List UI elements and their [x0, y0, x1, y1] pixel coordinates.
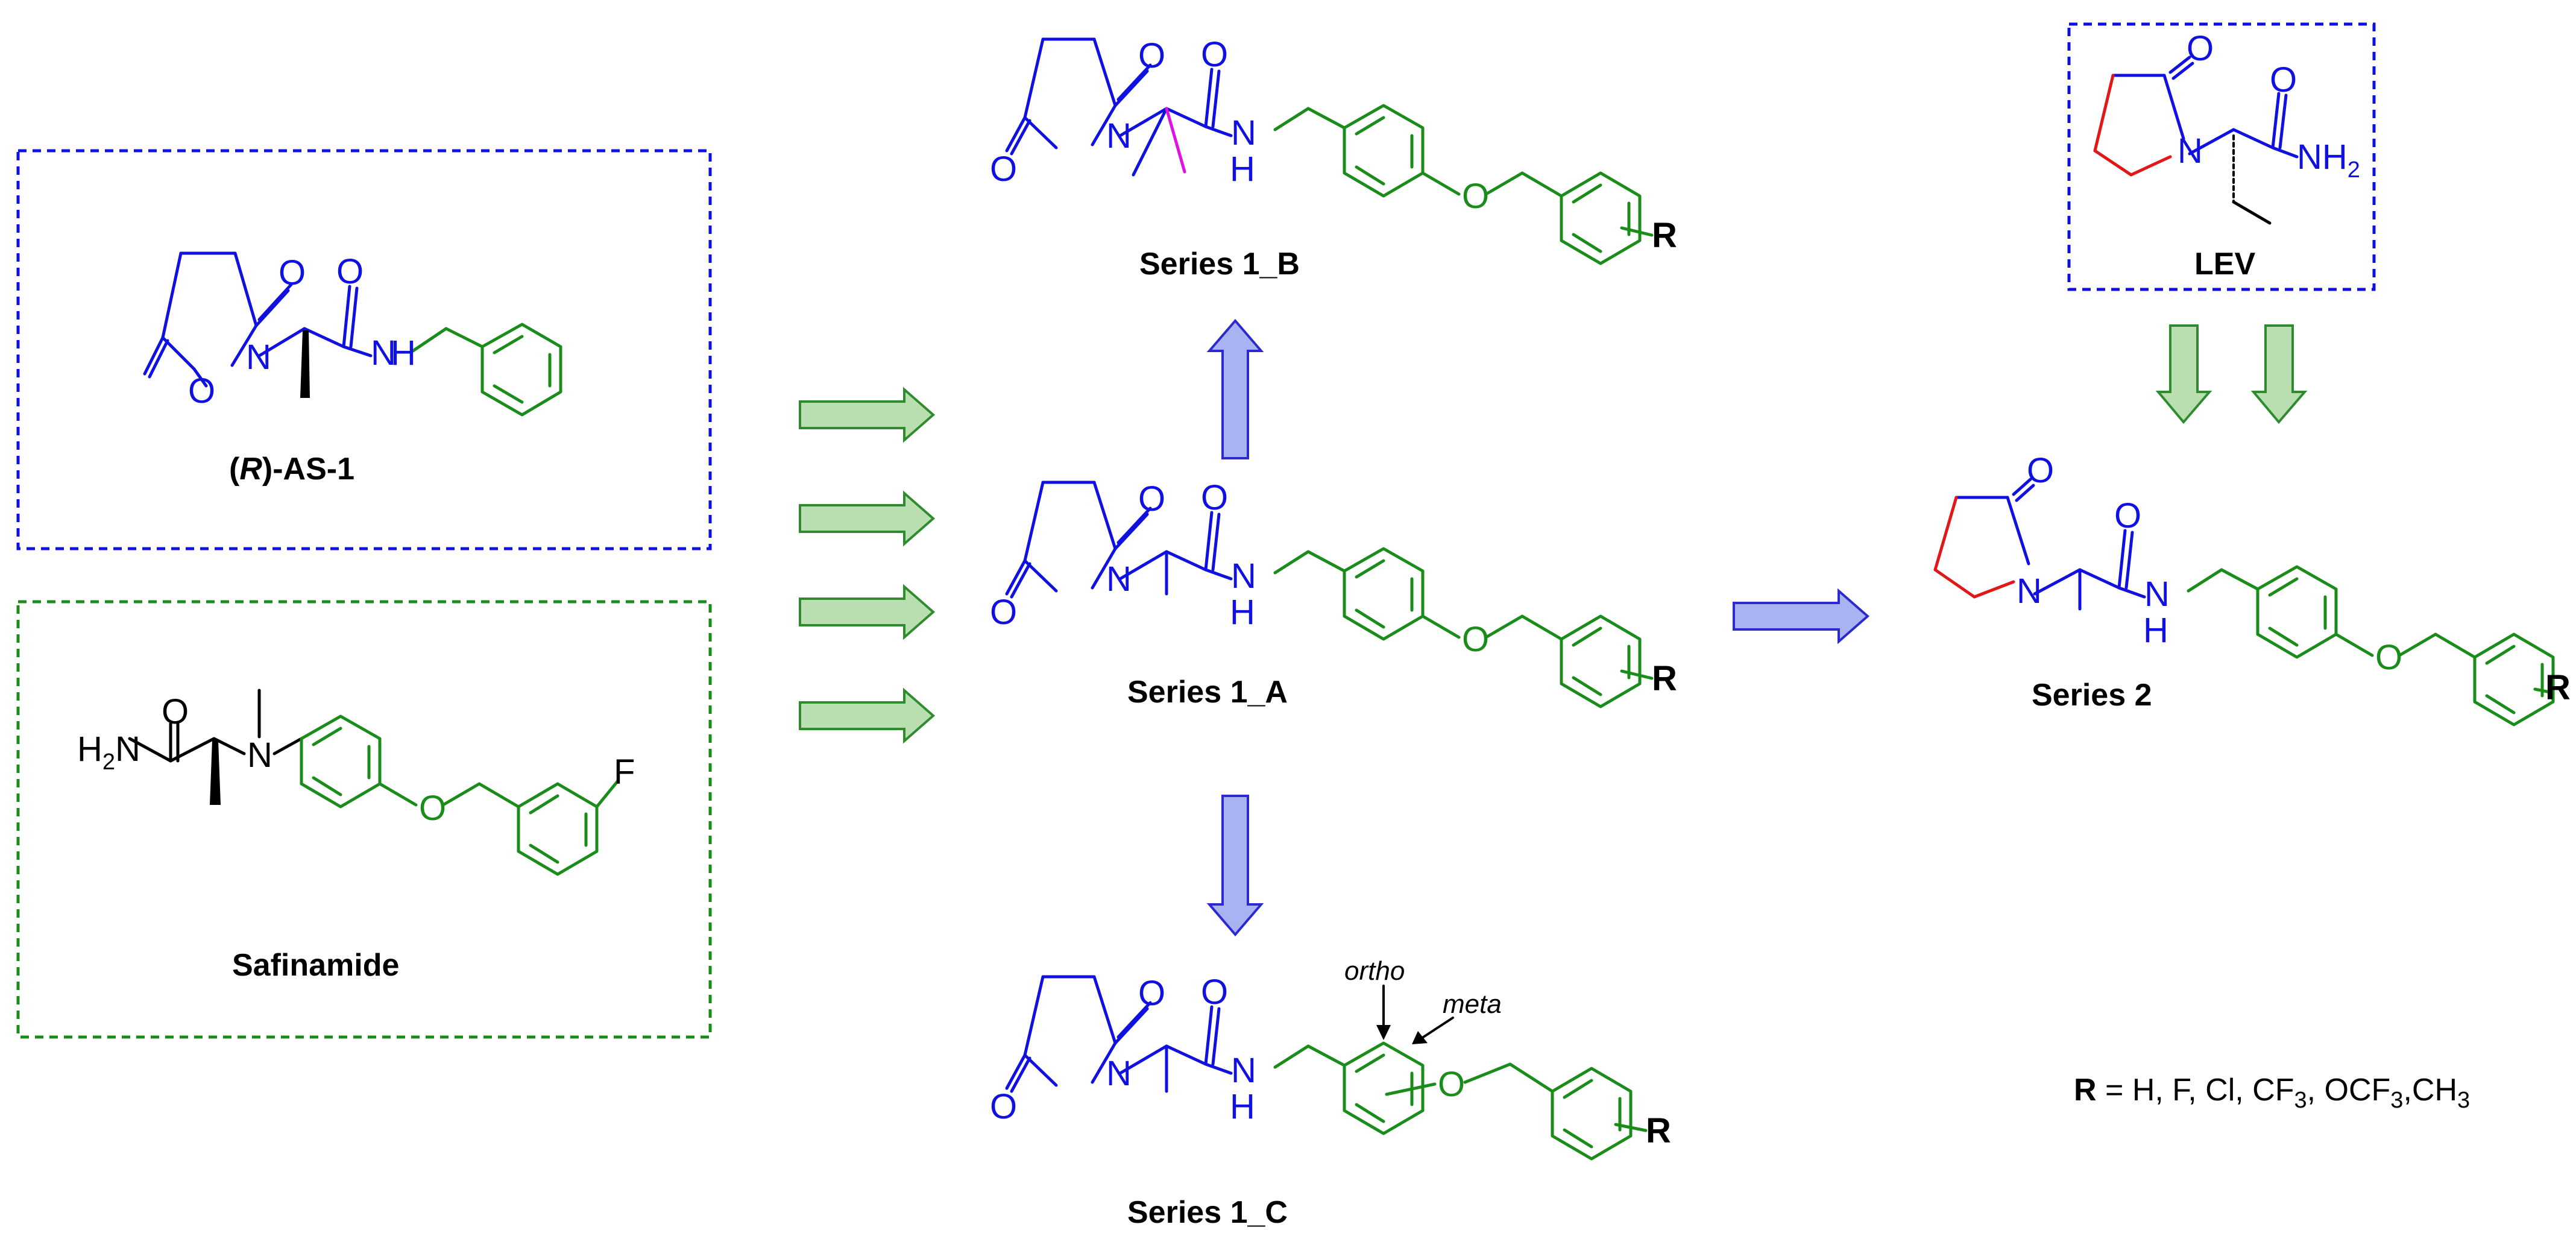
as1-h-amide: H [391, 333, 416, 373]
s2-o-ether: O [2375, 638, 2402, 677]
s1a-r: R [1652, 659, 1677, 698]
saf-h2n: H2N [77, 730, 140, 775]
arrow-blue-right [1733, 588, 1870, 645]
s1a-o-amide: O [1201, 478, 1228, 517]
molecule-series-1a: O N O O N H O R [990, 478, 1677, 708]
saf-o-ether: O [419, 789, 446, 828]
lev-o-amide: O [2270, 60, 2297, 99]
s2-o-amide: O [2114, 496, 2141, 535]
molecule-series-2: O N O N H O R [1933, 451, 2571, 727]
annotation-ortho: ortho [1344, 956, 1405, 986]
molecule-lev: O N O NH2 [2093, 29, 2360, 225]
s1a-o-bottom: O [990, 593, 1017, 632]
s1c-o-top: O [1138, 974, 1165, 1013]
s2-n: N [2017, 572, 2042, 611]
saf-o: O [162, 692, 189, 731]
s2-o-ring: O [2027, 451, 2054, 490]
s1b-h-amide: H [1230, 150, 1255, 189]
s1c-n-amide: N [1231, 1051, 1256, 1090]
s1a-o-ether: O [1462, 620, 1489, 659]
s1a-h-amide: H [1230, 593, 1255, 632]
as1-o-bottom: O [188, 371, 215, 411]
s1c-h-amide: H [1230, 1087, 1255, 1126]
arrow-green-3 [799, 584, 936, 640]
lev-o-ring: O [2187, 29, 2214, 68]
label-r-as1: (R)-AS-1 [229, 452, 354, 487]
as1-o-amide: O [336, 252, 364, 291]
frame-as1 [16, 149, 712, 550]
frame-lev [2067, 22, 2376, 291]
s1b-r: R [1652, 216, 1677, 255]
molecule-series-1b: O N O O N H O R [990, 35, 1677, 265]
as1-n-amide: N [371, 333, 396, 373]
arrow-green-down-2 [2250, 324, 2308, 424]
as1-n: N [246, 338, 271, 377]
s1b-n: N [1106, 116, 1132, 156]
molecule-safinamide: O H2N N O F [77, 689, 635, 876]
molecule-series-1c: ortho meta O N O O N H O R [990, 956, 1671, 1161]
arrow-green-2 [799, 490, 936, 547]
label-safinamide: Safinamide [232, 948, 399, 983]
arrow-blue-down [1206, 795, 1264, 937]
s1c-o-amide: O [1201, 973, 1228, 1012]
s1c-o-bottom: O [990, 1087, 1017, 1126]
arrows-blue [1206, 318, 1870, 937]
label-series-1a: Series 1_A [1127, 675, 1288, 710]
s1a-o-top: O [1138, 479, 1165, 519]
saf-f: F [614, 752, 635, 792]
molecule-r-as1: O N O O N H [143, 251, 562, 417]
arrow-green-1 [799, 386, 936, 443]
as1-o-top: O [279, 253, 306, 292]
s1a-n: N [1106, 560, 1132, 599]
s1a-n-amide: N [1231, 557, 1256, 596]
label-lev: LEV [2194, 247, 2255, 282]
s1c-n: N [1106, 1054, 1132, 1093]
s1b-o-amide: O [1201, 35, 1228, 74]
s2-h-amide: H [2143, 611, 2168, 650]
arrow-green-down-1 [2155, 324, 2212, 424]
s1b-o-top: O [1138, 36, 1165, 75]
s1c-o-ether: O [1438, 1065, 1465, 1104]
annotation-meta: meta [1443, 989, 1502, 1019]
label-series-2: Series 2 [2032, 678, 2152, 713]
label-series-1c: Series 1_C [1127, 1195, 1288, 1230]
s1b-o-ether: O [1462, 177, 1489, 216]
s2-r: R [2545, 668, 2571, 707]
s1c-r: R [1646, 1111, 1671, 1150]
lev-n: N [2178, 131, 2203, 171]
lev-nh2: NH2 [2297, 137, 2360, 183]
saf-n: N [247, 736, 272, 775]
substituent-definition: R = H, F, Cl, CF3, OCF3,CH3 [2074, 1073, 2470, 1113]
arrows-green [799, 324, 2308, 744]
s2-n-amide: N [2144, 575, 2170, 614]
label-series-1b: Series 1_B [1139, 247, 1300, 282]
arrow-blue-up [1206, 318, 1264, 459]
s1b-n-amide: N [1231, 113, 1256, 153]
s1b-o-bottom: O [990, 150, 1017, 189]
arrow-green-4 [799, 687, 936, 744]
